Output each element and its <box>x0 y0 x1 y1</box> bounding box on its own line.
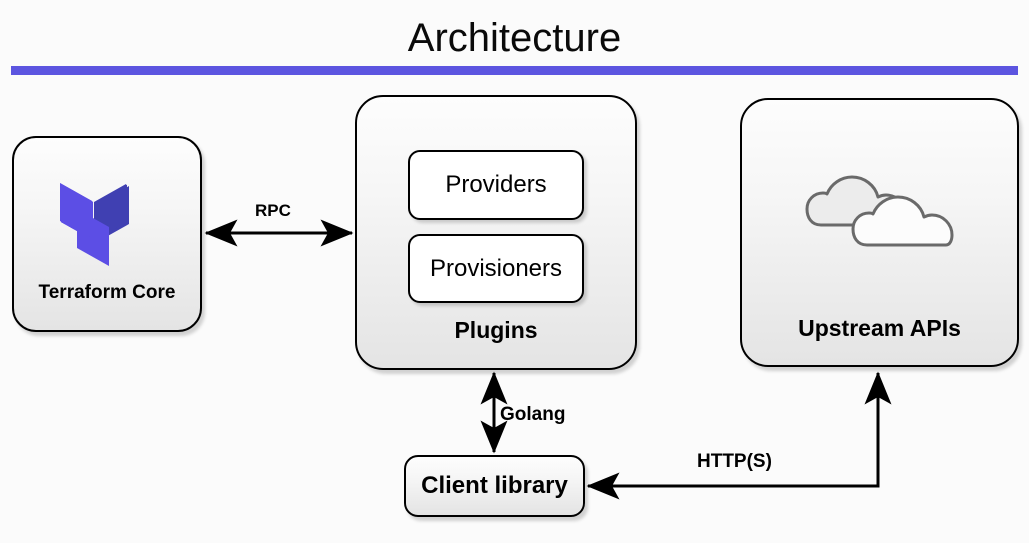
subnode-label-provisioners: Provisioners <box>429 254 563 282</box>
node-plugins[interactable]: Providers Provisioners Plugins <box>355 95 637 370</box>
edge-label-golang: Golang <box>500 404 566 425</box>
page-title: Architecture <box>407 16 622 60</box>
cloud-icon <box>805 175 953 247</box>
node-label-upstream-apis: Upstream APIs <box>798 315 961 341</box>
node-label-terraform-core: Terraform Core <box>38 282 176 303</box>
node-terraform-core[interactable]: Terraform Core <box>12 136 202 332</box>
subnode-provisioners[interactable]: Provisioners <box>408 234 584 303</box>
node-label-plugins: Plugins <box>454 317 538 343</box>
node-label-client-library: Client library <box>421 472 568 499</box>
node-client-library[interactable]: Client library <box>404 455 585 517</box>
edge-label-rpc: RPC <box>255 201 291 220</box>
subnode-providers[interactable]: Providers <box>408 150 584 220</box>
node-upstream-apis[interactable]: Upstream APIs <box>740 98 1019 367</box>
terraform-logo-icon <box>60 183 129 266</box>
edge-label-https: HTTP(S) <box>697 451 772 472</box>
subnode-label-providers: Providers <box>445 171 547 198</box>
title-divider <box>11 66 1018 75</box>
